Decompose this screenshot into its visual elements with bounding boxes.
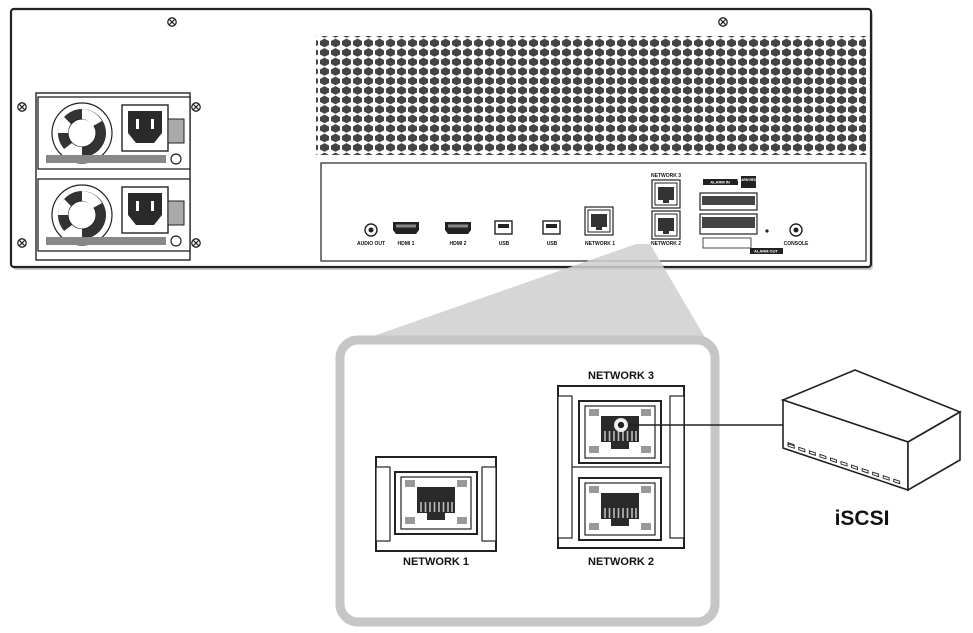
storage-slot-led [893, 478, 901, 485]
zoom-network-3-port [578, 400, 662, 464]
zoom-projection [345, 244, 710, 346]
zoom-network-stack [557, 385, 685, 549]
storage-slot-led [840, 460, 848, 467]
zoom-network-2-port [578, 477, 662, 541]
zoom-network-2-label: NETWORK 2 [588, 556, 654, 568]
screw-icon [167, 17, 177, 27]
storage-slot-led [872, 471, 880, 478]
hdmi-1-port [393, 222, 419, 234]
screw-icon [191, 102, 201, 112]
iscsi-cable [614, 418, 790, 432]
storage-slot-led [861, 467, 869, 474]
storage-slot-led [798, 446, 806, 453]
screw-icon [17, 102, 27, 112]
network-2-label: NETWORK 2 [651, 241, 681, 247]
network-1-port [584, 206, 614, 236]
hdmi-2-label: HDMI 2 [450, 241, 467, 247]
power-supply-bay [17, 92, 201, 261]
iscsi-label: iSCSI [835, 507, 890, 530]
alarm-terminal-block: ALARM IN ALARM RESET ALARM OUT [699, 176, 783, 254]
zoom-network-3-label: NETWORK 3 [588, 370, 654, 382]
network-3-port [651, 179, 681, 209]
hdmi-2-port [445, 222, 471, 234]
zoom-network-1-port [375, 456, 497, 552]
screw-icon [718, 17, 728, 27]
usb-1-label: USB [499, 241, 510, 247]
iscsi-storage-device [780, 369, 962, 492]
io-panel: AUDIO OUT HDMI 1 HDMI 2 USB USB NETWORK … [320, 162, 867, 262]
screw-icon [17, 238, 27, 248]
hdmi-1-label: HDMI 1 [398, 241, 415, 247]
audio-out-label: AUDIO OUT [357, 241, 385, 247]
screw-icon [191, 238, 201, 248]
reset-hole [765, 229, 769, 233]
storage-slot-led [787, 443, 795, 449]
storage-slot-led [851, 464, 858, 471]
vent-grille [316, 36, 866, 155]
alarm-out-label: ALARM OUT [754, 249, 779, 254]
usb-port-1 [494, 220, 513, 235]
storage-slot-led [819, 453, 827, 460]
usb-port-2 [542, 220, 561, 235]
network-2-port [651, 210, 681, 240]
alarm-in-label: ALARM IN [710, 180, 730, 185]
network-1-label: NETWORK 1 [585, 241, 615, 247]
zoom-network-1-label: NETWORK 1 [403, 556, 469, 568]
storage-slot-led [808, 450, 816, 456]
storage-slot-led [830, 457, 837, 464]
console-label: CONSOLE [784, 241, 809, 247]
zoom-panel: NETWORK 1 NETWORK 3 NETWORK 2 [335, 335, 720, 627]
network-3-label: NETWORK 3 [651, 173, 681, 179]
power-supply-1 [37, 96, 191, 170]
storage-slot-led [882, 475, 890, 481]
alarm-reset-label: ALARM RESET [737, 178, 760, 182]
usb-2-label: USB [547, 241, 558, 247]
power-supply-2 [37, 178, 191, 252]
